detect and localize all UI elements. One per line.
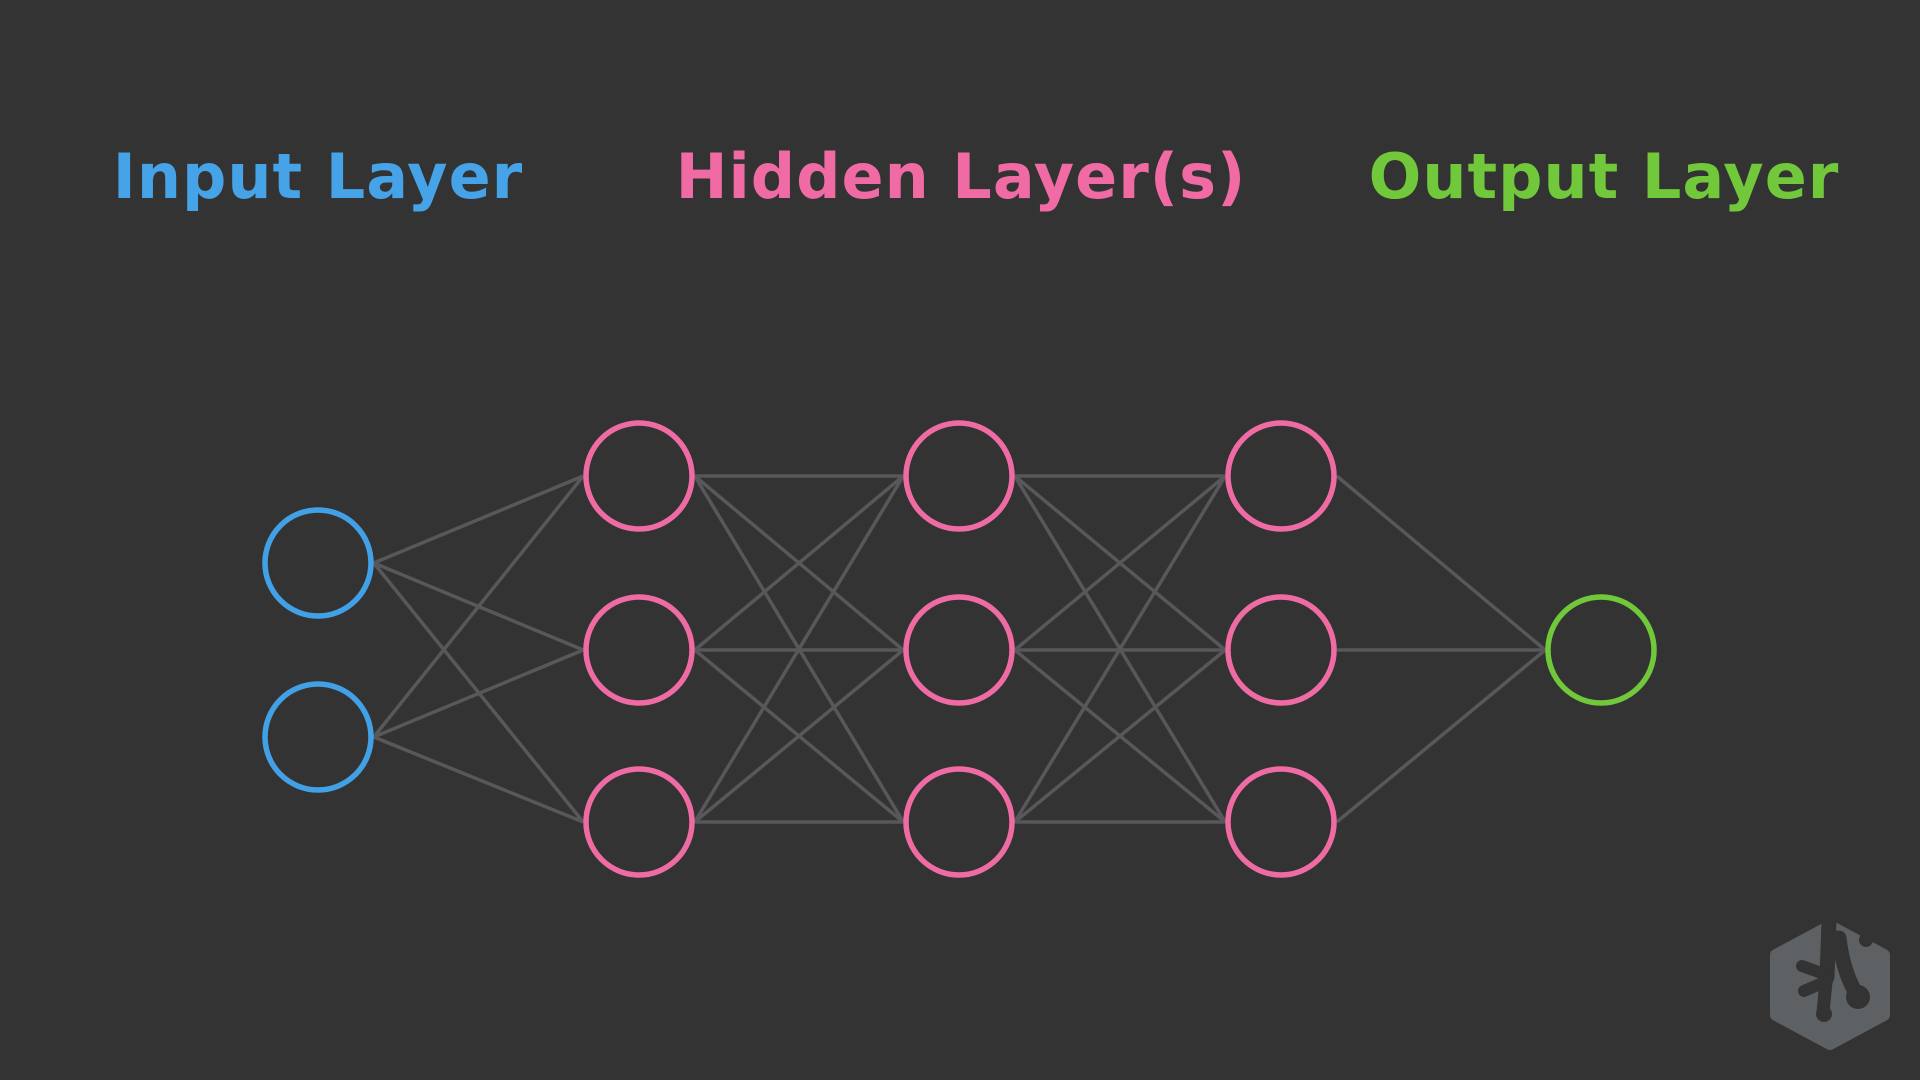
input-layer-node: [262, 507, 374, 619]
hidden-layer-1-node: [583, 420, 695, 532]
hidden-layer-1-node: [583, 594, 695, 706]
input-layer-node: [262, 681, 374, 793]
connection-edge: [373, 648, 584, 739]
connection-edge: [372, 474, 585, 739]
connection-edge: [1335, 474, 1547, 652]
connection-edge: [693, 648, 905, 824]
connection-edge: [693, 474, 905, 652]
hidden-layer-2-node: [903, 766, 1015, 878]
hidden-layer-3-node: [1225, 766, 1337, 878]
hidden-layer-3-node: [1225, 420, 1337, 532]
hidden-layer-label: Hidden Layer(s): [675, 140, 1247, 213]
connection-edge: [1013, 474, 1227, 652]
connection-edge: [373, 735, 584, 824]
connection-edge: [693, 475, 905, 823]
hidden-layer-2-node: [903, 594, 1015, 706]
connection-edge: [1013, 648, 1227, 824]
output-layer-label: Output Layer: [1368, 140, 1840, 213]
hidden-layer-3-node: [1225, 594, 1337, 706]
connection-edge: [1013, 475, 1227, 823]
hidden-layer-1-node: [583, 766, 695, 878]
hidden-layer-2-node: [903, 420, 1015, 532]
input-layer-label: Input Layer: [112, 140, 524, 213]
connection-edge: [373, 474, 584, 565]
output-layer-node: [1545, 594, 1657, 706]
connection-edge: [1335, 648, 1547, 824]
